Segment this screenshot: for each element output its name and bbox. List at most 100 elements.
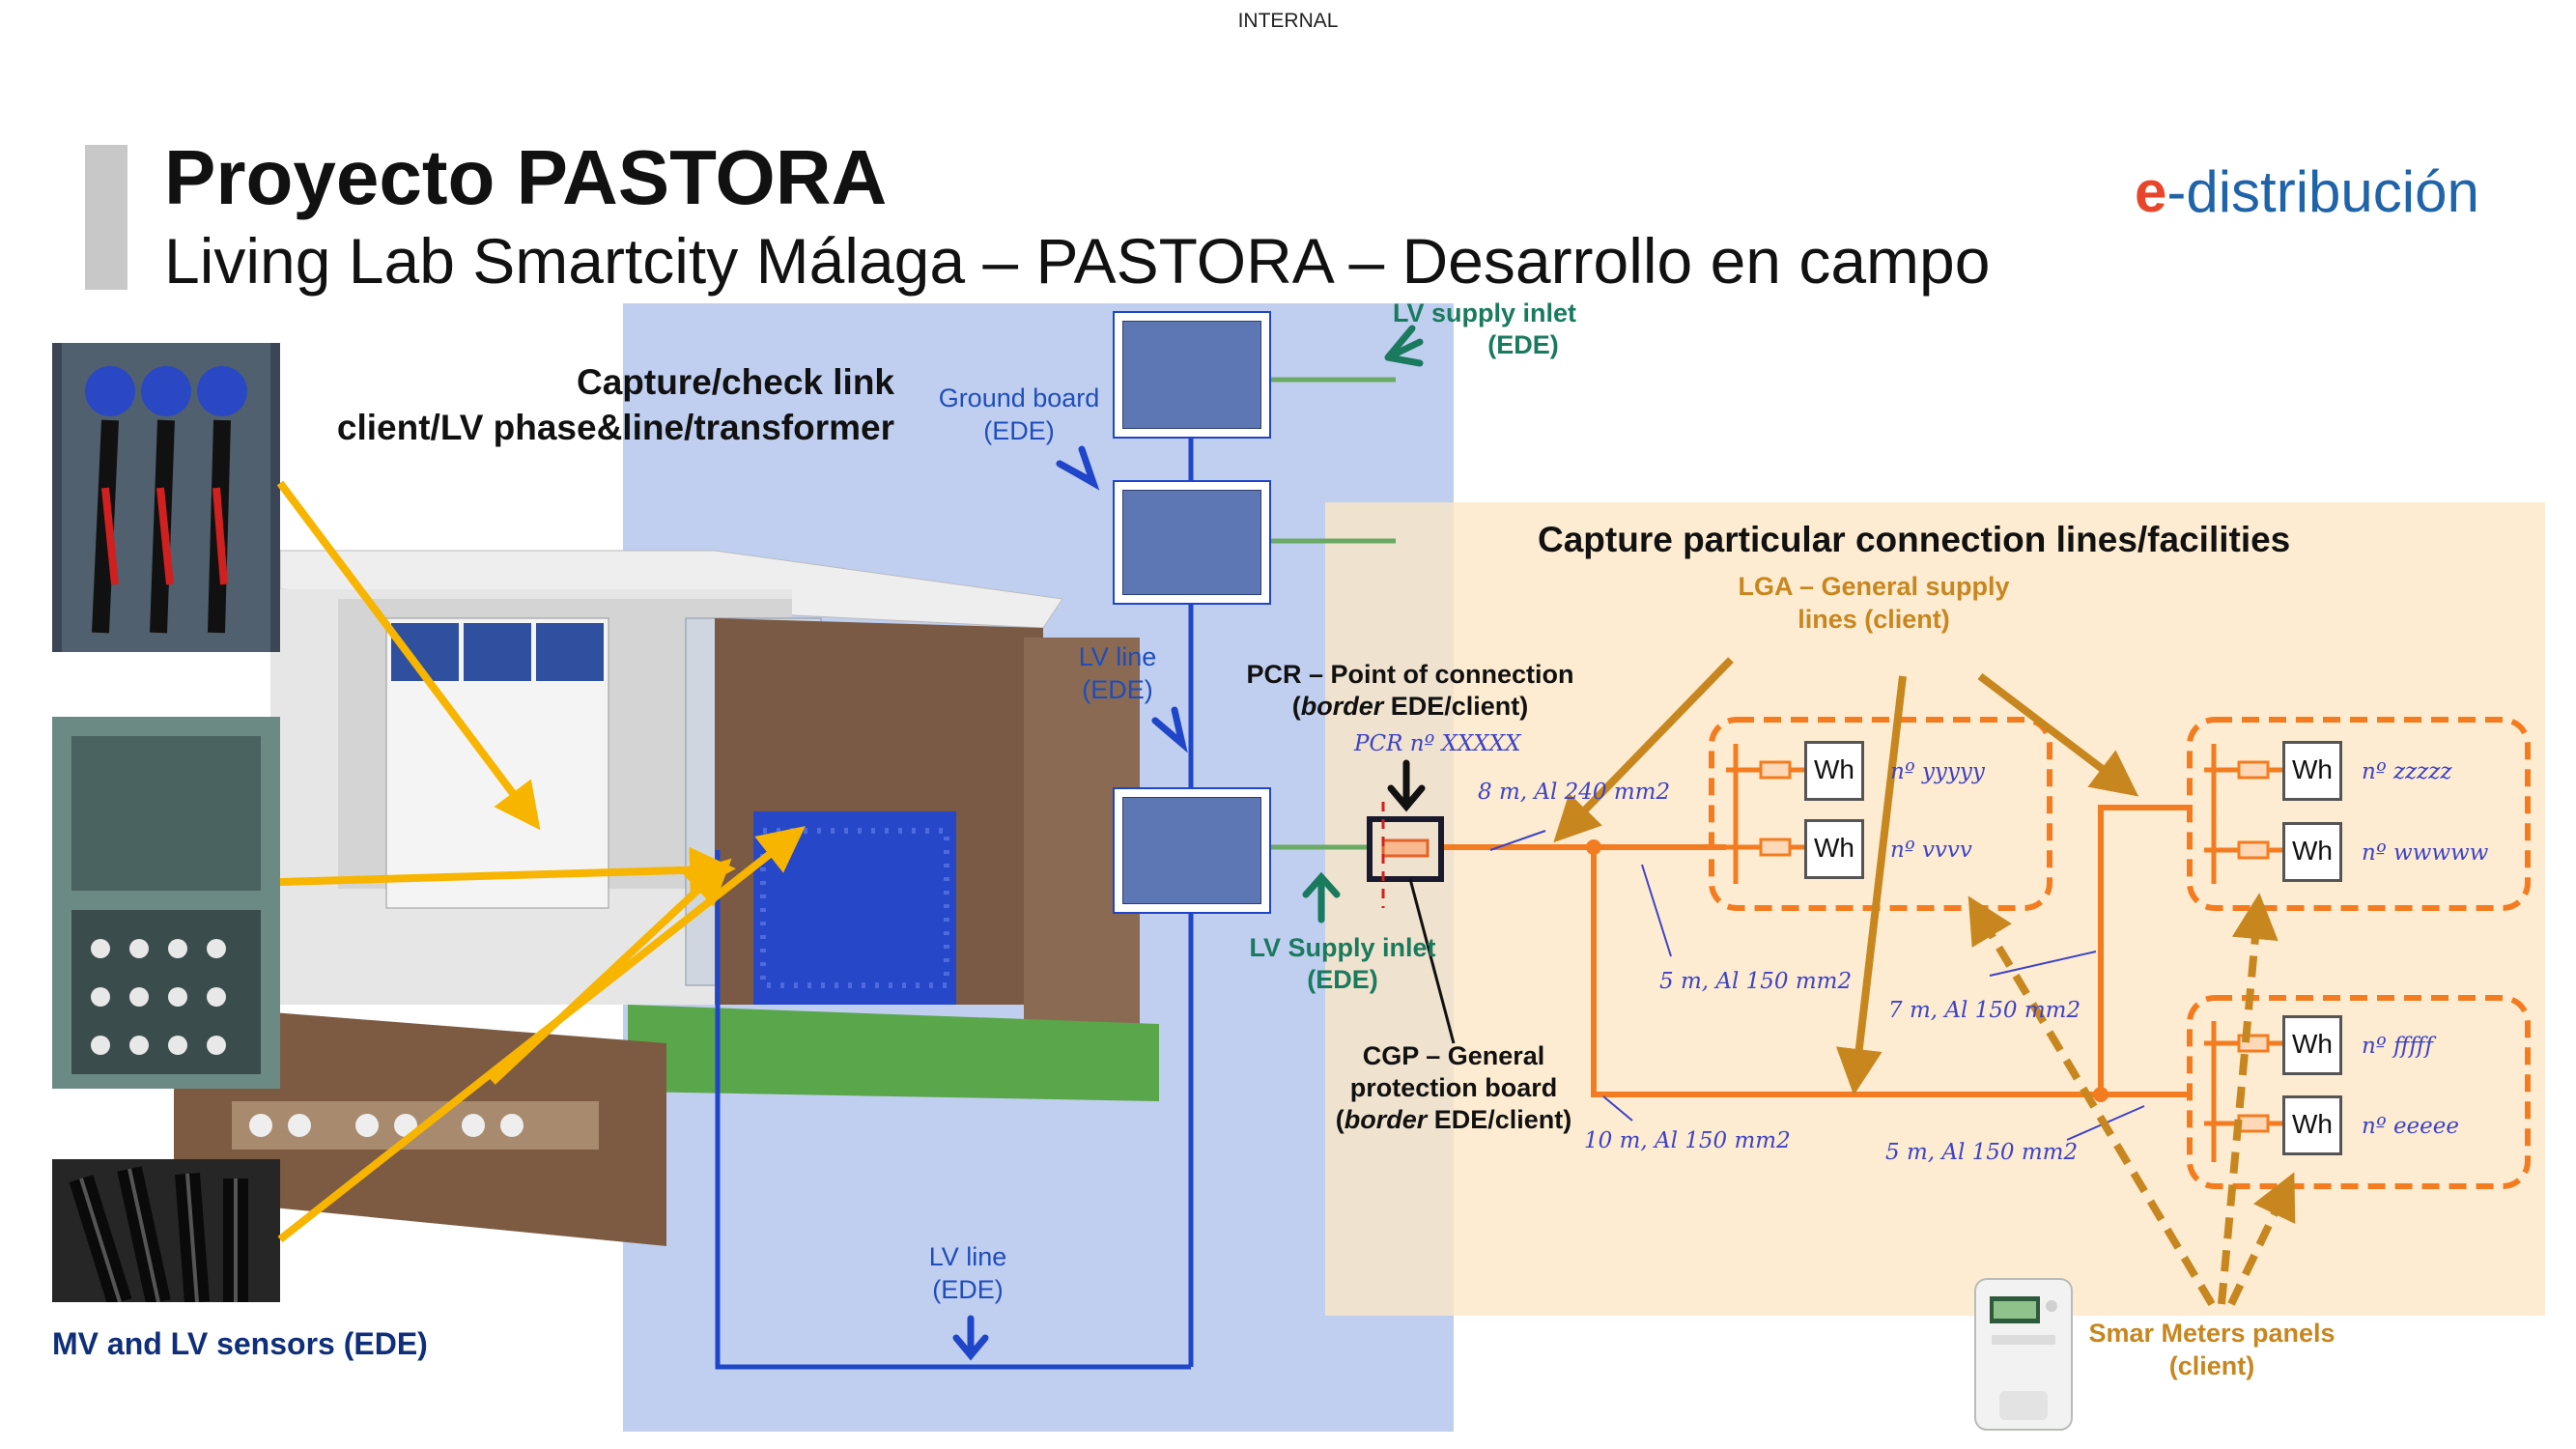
pcr-label-line1: PCR – Point of connection bbox=[1246, 660, 1574, 689]
meter-1: Wh bbox=[1804, 741, 1864, 801]
arrow-photo2 bbox=[279, 846, 736, 894]
lga-label-2: lines (client) bbox=[1798, 605, 1950, 634]
arrow-lga-2 bbox=[1835, 675, 1907, 1095]
classification-label: INTERNAL bbox=[1237, 10, 1339, 32]
cgp-box bbox=[1367, 816, 1444, 882]
meter-5: Wh bbox=[2282, 1015, 2342, 1075]
client-branch-right bbox=[2098, 805, 2193, 1094]
page-subtitle: Living Lab Smartcity Málaga – PASTORA – … bbox=[164, 225, 1991, 297]
capture-check-title: Capture/check link client/LV phase&line/… bbox=[290, 359, 894, 450]
sensor-photo-3-art bbox=[52, 1159, 280, 1302]
cgp-label-line1: CGP – General bbox=[1362, 1041, 1545, 1070]
meter-2-serial: nº vvvv bbox=[1890, 838, 1972, 863]
ground-board-label: Ground board (EDE) bbox=[922, 382, 1116, 447]
ground-board-label-2: (EDE) bbox=[983, 416, 1055, 445]
grass-ground bbox=[628, 1005, 1159, 1101]
arrow-photo1 bbox=[276, 480, 541, 831]
logo-text: -distribución bbox=[2166, 159, 2479, 224]
meter-3-box: Wh bbox=[2282, 741, 2342, 801]
switchgear-panel-2 bbox=[464, 623, 531, 681]
smart-meter-device bbox=[1970, 1277, 2077, 1432]
meter-1-box: Wh bbox=[1804, 741, 1864, 801]
sensor-photo-2-art bbox=[52, 717, 280, 1089]
meter-4-box: Wh bbox=[2282, 822, 2342, 882]
meter-3-serial: nº zzzzz bbox=[2362, 759, 2452, 784]
capture-check-line1: Capture/check link bbox=[576, 362, 894, 402]
supply-inlet-top-label-1: LV supply inlet bbox=[1392, 298, 1576, 327]
pcr-handwritten-id: PCR nº XXXXX bbox=[1354, 731, 1521, 756]
smart-meters-label-1: Smar Meters panels bbox=[2088, 1319, 2335, 1348]
cable-label-5: 5 m, Al 150 mm2 bbox=[1885, 1140, 2079, 1165]
supply-inlet-top-label: LV supply inlet (EDE) bbox=[1364, 298, 1605, 361]
lv-line-bottom-label-1: LV line bbox=[928, 1242, 1007, 1271]
meter-group-1 bbox=[1709, 717, 2052, 911]
client-branch-lower bbox=[1591, 847, 2193, 1097]
logo-e: e bbox=[2135, 159, 2167, 224]
cgp-label-line3: (border EDE/client) bbox=[1323, 1104, 1584, 1136]
ground-board-label-1: Ground board bbox=[938, 384, 1100, 412]
cable-hole-2 bbox=[288, 1114, 311, 1137]
smart-meters-label-2: (client) bbox=[2168, 1351, 2255, 1380]
lga-label-1: LGA – General supply bbox=[1738, 572, 2010, 601]
ground-board-1 bbox=[1113, 311, 1271, 439]
arrow-photo3b bbox=[490, 858, 732, 1085]
meter-6: Wh bbox=[2282, 1095, 2342, 1155]
pcr-paren: ( bbox=[1291, 692, 1301, 721]
supply-inlet-mid-label: LV Supply inlet (EDE) bbox=[1222, 932, 1463, 996]
lv-line-label-2: (EDE) bbox=[1082, 675, 1153, 704]
arrow-lga-3 bbox=[1977, 672, 2139, 797]
ground-board-3 bbox=[1113, 787, 1271, 914]
lv-line-bottom-label-2: (EDE) bbox=[932, 1275, 1004, 1304]
supply-inlet-mid-label-1: LV Supply inlet bbox=[1249, 933, 1436, 962]
meter-6-serial: nº eeeee bbox=[2362, 1114, 2459, 1139]
cable-label-4: 10 m, Al 150 mm2 bbox=[1584, 1128, 1791, 1153]
cable-label-3: 7 m, Al 150 mm2 bbox=[1888, 998, 2081, 1023]
client-panel-title: Capture particular connection lines/faci… bbox=[1538, 520, 2291, 559]
cable-hole-3 bbox=[355, 1114, 379, 1137]
supply-inlet-top-label-2: (EDE) bbox=[1487, 330, 1559, 359]
sensor-photo-2 bbox=[52, 717, 280, 1089]
meter-6-box: Wh bbox=[2282, 1095, 2342, 1155]
sensor-photo-1-art bbox=[62, 343, 270, 652]
cgp-fuse bbox=[1381, 838, 1430, 858]
lv-line-label-1: LV line bbox=[1078, 642, 1157, 671]
title-accent-bar bbox=[85, 145, 127, 290]
e-distribucion-logo: e-distribución bbox=[2135, 158, 2479, 225]
meter-3: Wh bbox=[2282, 741, 2342, 801]
cable-hole-1 bbox=[249, 1114, 272, 1137]
meter-4-serial: nº wwwww bbox=[2362, 840, 2489, 866]
lga-label: LGA – General supply lines (client) bbox=[1710, 570, 2038, 636]
cgp-ede-client: EDE/client) bbox=[1427, 1105, 1572, 1134]
meter-group-3 bbox=[2187, 995, 2531, 1189]
cable-hole-6 bbox=[500, 1114, 524, 1137]
lv-line-bottom-label: LV line (EDE) bbox=[905, 1240, 1031, 1306]
sensor-photo-3 bbox=[52, 1159, 280, 1302]
smart-meters-label: Smar Meters panels (client) bbox=[2062, 1317, 2362, 1382]
sensor-photo-1 bbox=[52, 343, 280, 652]
arrow-meter-1 bbox=[1967, 895, 2216, 1307]
pcr-label-line2: (border EDE/client) bbox=[1227, 691, 1594, 723]
pcr-border-word: border bbox=[1300, 692, 1384, 721]
cgp-pointer bbox=[1408, 878, 1456, 1044]
lv-line-bottom bbox=[715, 850, 1191, 1370]
pcr-ede-client: EDE/client) bbox=[1383, 692, 1529, 721]
arrow-meter-3 bbox=[2227, 1172, 2296, 1306]
cgp-label: CGP – General protection board (border E… bbox=[1323, 1040, 1584, 1136]
meter-5-serial: nº fffff bbox=[2362, 1034, 2434, 1059]
cable-label-2: 5 m, Al 150 mm2 bbox=[1659, 969, 1853, 994]
cable-label-1: 8 m, Al 240 mm2 bbox=[1478, 780, 1671, 805]
cgp-border-word: border bbox=[1344, 1105, 1428, 1134]
capture-check-line2: client/LV phase&line/transformer bbox=[336, 408, 894, 447]
cgp-paren: ( bbox=[1335, 1105, 1345, 1134]
meter-2-box: Wh bbox=[1804, 819, 1864, 879]
lv-line-label: LV line (EDE) bbox=[1055, 640, 1180, 706]
smart-meter-device-art bbox=[1974, 1278, 2073, 1431]
arrow-meter-2 bbox=[2218, 893, 2279, 1305]
meter-4: Wh bbox=[2282, 822, 2342, 882]
pcr-label: PCR – Point of connection (border EDE/cl… bbox=[1227, 659, 1594, 723]
supply-inlet-mid-label-2: (EDE) bbox=[1307, 965, 1378, 994]
sensors-label: MV and LV sensors (EDE) bbox=[52, 1326, 428, 1361]
cgp-label-line2: protection board bbox=[1349, 1073, 1558, 1102]
meter-2: Wh bbox=[1804, 819, 1864, 879]
